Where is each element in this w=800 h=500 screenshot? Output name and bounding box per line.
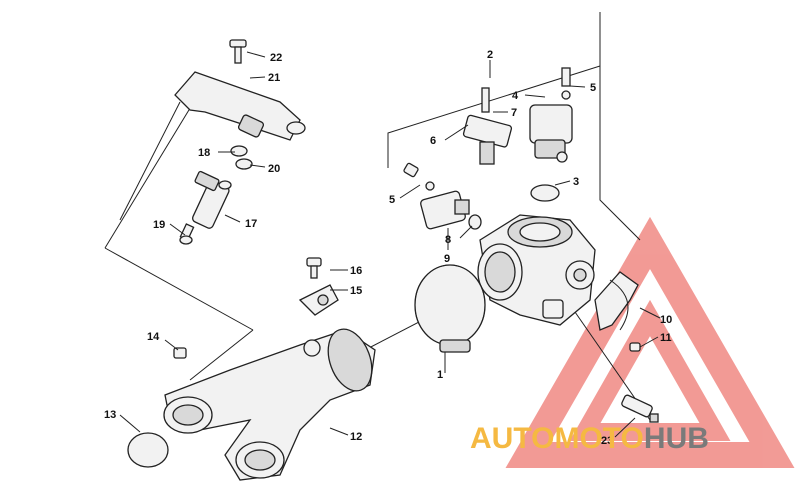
manifold-bolt [173,347,187,359]
callout-6: 6 [430,135,436,147]
manifold-seal [127,432,169,468]
fuel-rail [174,71,306,141]
throttle-position-sensor [420,190,470,230]
hose-clamp [414,264,486,353]
callout-labels: 22 21 18 20 17 19 2 5 4 7 6 3 5 8 9 10 1… [104,49,672,447]
callout-19: 19 [153,219,165,231]
callout-23: 23 [601,435,613,447]
callout-3: 3 [573,176,579,188]
watermark-text: AUTOMOTOHUB [470,422,709,455]
intake-manifold [163,328,376,481]
watermark-logo-triangles [505,216,795,468]
temperature-sensor [621,394,659,423]
cable-bracket [594,271,639,331]
callout-4: 4 [512,90,519,102]
callout-1: 1 [437,369,443,381]
callout-12: 12 [350,431,362,443]
callout-8: 8 [445,234,451,246]
callout-13: 13 [104,409,116,421]
bracket-bolt [306,257,322,279]
callout-10: 10 [660,314,672,326]
callout-5a: 5 [590,82,596,94]
callout-20: 20 [268,163,280,175]
callout-9: 9 [444,253,450,265]
callout-7: 7 [511,107,517,119]
throttle-body [477,214,596,326]
watermark-moto: MOTO [554,422,643,455]
bracket-screw [629,342,641,352]
idle-air-control-valve [529,67,573,163]
injector-seals [179,145,253,245]
callout-14: 14 [147,331,160,343]
watermark-hub: HUB [644,422,709,455]
leader-lines [119,51,661,438]
callout-22: 22 [270,52,282,64]
sensor-screws [403,162,435,191]
callout-16: 16 [350,265,362,277]
callout-17: 17 [245,218,257,230]
svg-text:AUTOMOTOHUB: AUTOMOTOHUB [470,422,709,455]
watermark-auto: AUTO [470,422,554,455]
callout-2: 2 [487,49,493,61]
o-ring-3 [530,184,560,202]
o-ring-8 [468,214,482,230]
map-sensor [462,87,513,165]
callout-5b: 5 [389,194,395,206]
callout-18: 18 [198,147,210,159]
callout-15: 15 [350,285,362,297]
callout-21: 21 [268,72,280,84]
manifold-bracket [298,284,339,316]
callout-11: 11 [660,332,672,344]
rail-bolt [229,39,247,64]
